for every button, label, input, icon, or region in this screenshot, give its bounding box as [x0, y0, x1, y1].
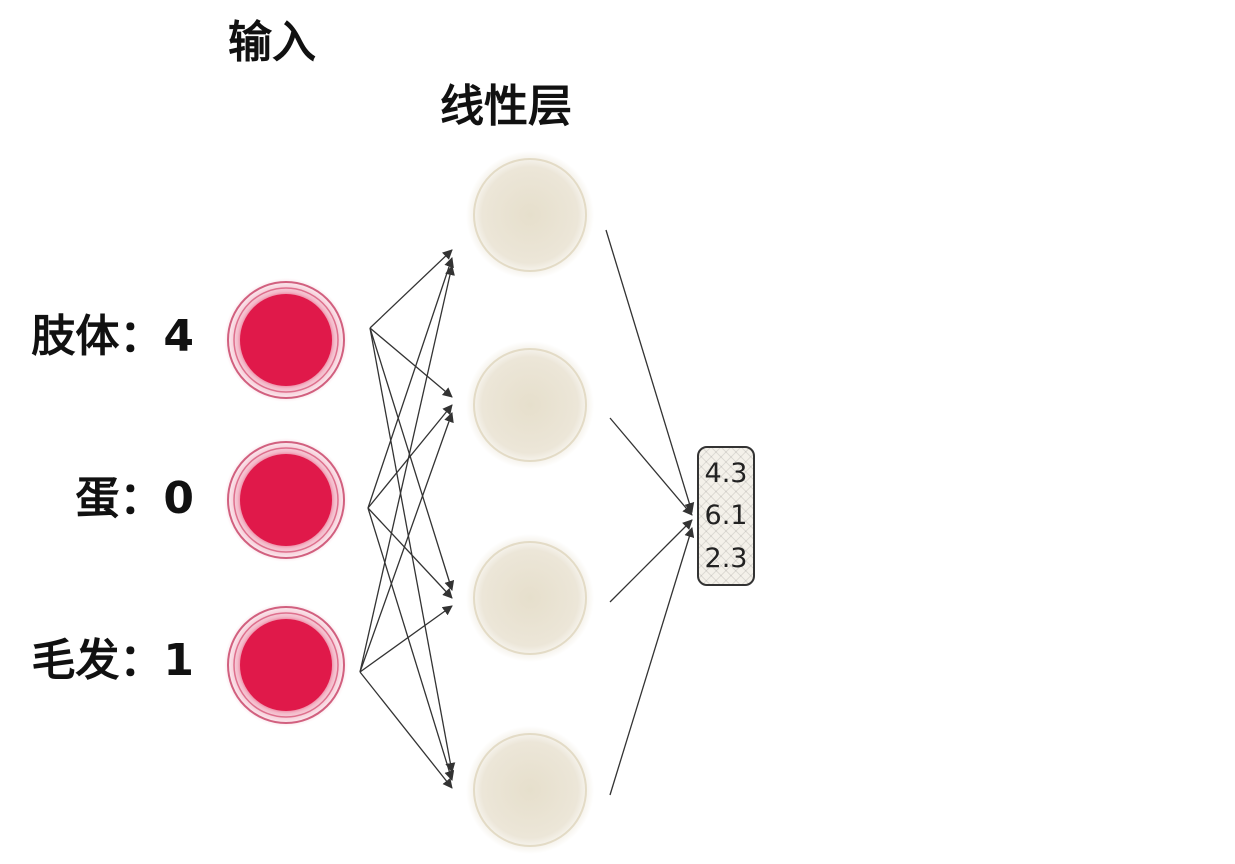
input-to-linear-arrow: [369, 327, 456, 773]
linear-node-2: [466, 341, 594, 469]
output-value-3: 2.3: [704, 543, 748, 575]
linear-to-output-arrow: [609, 417, 693, 516]
linear-node-4: [466, 726, 594, 854]
linear-to-output-arrow: [609, 519, 693, 603]
input-to-linear-arrow: [367, 404, 453, 509]
linear-node-1: [466, 151, 594, 279]
input-node-hair: [224, 603, 348, 727]
input-to-linear-arrow: [369, 249, 453, 329]
input-to-linear-arrow: [359, 265, 455, 673]
output-value-2: 6.1: [704, 500, 748, 532]
input-to-linear-arrow: [367, 257, 454, 509]
input-to-linear-arrow: [369, 327, 453, 398]
input-node-limbs: [224, 278, 348, 402]
input-to-linear-arrow: [369, 327, 455, 591]
input-to-linear-arrow: [359, 671, 453, 789]
input-title: 输入: [228, 17, 316, 68]
linear-node-3: [466, 534, 594, 662]
linear-to-output-arrow: [609, 527, 695, 796]
input-to-linear-arrow: [359, 605, 453, 673]
input-feature-label-hair: 毛发：1: [31, 635, 194, 686]
input-to-linear-arrow: [367, 507, 453, 599]
input-to-linear-arrow: [359, 412, 454, 673]
input-node-eggs: [224, 438, 348, 562]
output-vector: 4.3 6.1 2.3: [697, 446, 755, 586]
linear-to-output-arrow: [605, 229, 695, 513]
linear-layer-title: 线性层: [440, 81, 572, 132]
output-value-1: 4.3: [704, 457, 748, 489]
input-feature-label-limbs: 肢体：4: [31, 311, 194, 362]
input-to-linear-arrow: [367, 507, 455, 781]
input-feature-label-eggs: 蛋：0: [75, 473, 194, 524]
